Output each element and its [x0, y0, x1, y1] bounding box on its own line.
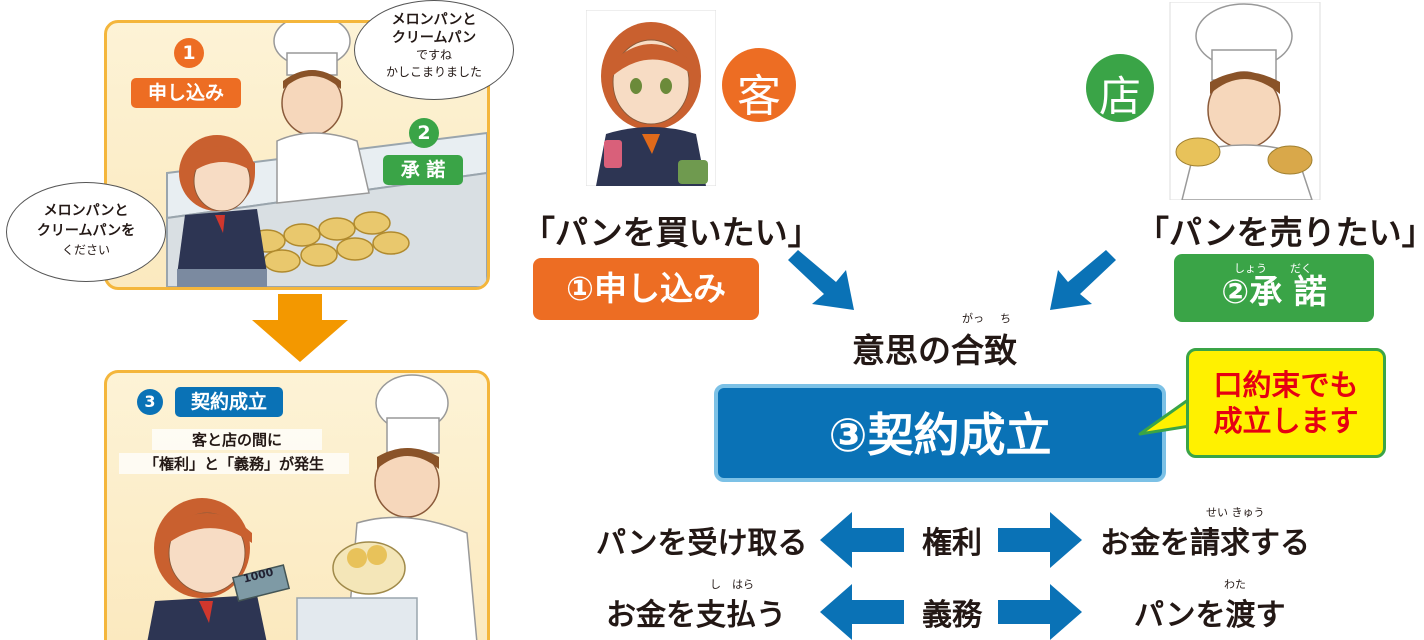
arrow-down-right-icon [788, 250, 854, 310]
duties-right-ruby: わた [1224, 578, 1246, 591]
offer-button: ①申し込み [533, 258, 759, 320]
caption-line-1: 客と店の間に [152, 429, 322, 450]
step-1-label: 申し込み [131, 78, 241, 108]
clerk-bubble-line-4: かしこまりました [385, 65, 482, 79]
rights-right-text: お金を請求する [1100, 526, 1310, 561]
clerk-bubble-line-2: クリームパン [391, 30, 477, 46]
clerk-bubble-line-3: ですね [415, 48, 452, 62]
step-2-label: 承 諾 [383, 155, 463, 185]
agreement-ruby-chi: ち [1000, 312, 1011, 325]
step-3-number: 3 [137, 389, 163, 415]
verbal-promise-note: 口約束でも 成立します [1186, 348, 1386, 458]
arrow-left-icon [820, 584, 904, 640]
customer-speech-bubble: メロンパンと クリームパンを ください [6, 182, 166, 282]
note-line-1: 口約束でも [1213, 368, 1359, 402]
duties-right-text: パンを渡す [1134, 598, 1286, 633]
shop-clerk-portrait [1169, 2, 1321, 200]
customer-portrait [586, 10, 716, 186]
step-3-label: 契約成立 [175, 387, 283, 417]
arrow-right-icon [998, 512, 1082, 568]
agreement-label: 意思の合致 [852, 331, 1017, 370]
rights-right-ruby: せい きゅう [1206, 506, 1265, 519]
customer-bubble-line-2: クリームパンを [36, 223, 136, 239]
contract-established-box: ③契約成立 [714, 384, 1166, 482]
arrow-right-icon [998, 584, 1082, 640]
arrow-down-left-icon [1050, 250, 1116, 310]
contract-scene-illustration [147, 374, 478, 640]
duties-left-ruby: し はら [710, 578, 754, 591]
down-arrow-icon [252, 294, 348, 362]
customer-badge-label: 客 [737, 71, 781, 122]
customer-bubble-line-3: ください [61, 243, 110, 257]
arrow-left-icon [820, 512, 904, 568]
rights-left-text: パンを受け取る [596, 526, 808, 561]
shop-badge [1086, 54, 1154, 122]
caption-line-2: 「権利」と「義務」が発生 [119, 453, 349, 474]
step-2-number: 2 [409, 118, 439, 148]
shop-counter-illustration [166, 23, 487, 287]
rights-label: 権利 [922, 526, 982, 561]
agreement-ruby-ga: がっ [962, 312, 984, 325]
note-line-2: 成立します [1213, 404, 1359, 438]
clerk-bubble-line-1: メロンパンと [391, 12, 477, 28]
duties-left-text: お金を支払う [606, 598, 786, 633]
acceptance-ruby-daku: だく [1290, 262, 1312, 275]
shop-quote: 「パンを売りたい」 [1136, 213, 1424, 252]
shop-badge-label: 店 [1098, 72, 1141, 121]
customer-bubble-line-1: メロンパンと [43, 203, 129, 219]
step-1-number: 1 [174, 38, 204, 68]
acceptance-ruby-shou: しょう [1234, 262, 1267, 275]
customer-badge [722, 48, 796, 122]
customer-quote: 「パンを買いたい」 [522, 213, 821, 252]
acceptance-button: ②承 諾 [1174, 254, 1374, 322]
clerk-speech-bubble: メロンパンと クリームパン ですね かしこまりました [354, 0, 514, 100]
duties-label: 義務 [922, 598, 982, 633]
scene-contract-panel: 1000 3 契約成立 客と店の間に 「権利」と「義務」が発生 [104, 370, 490, 640]
